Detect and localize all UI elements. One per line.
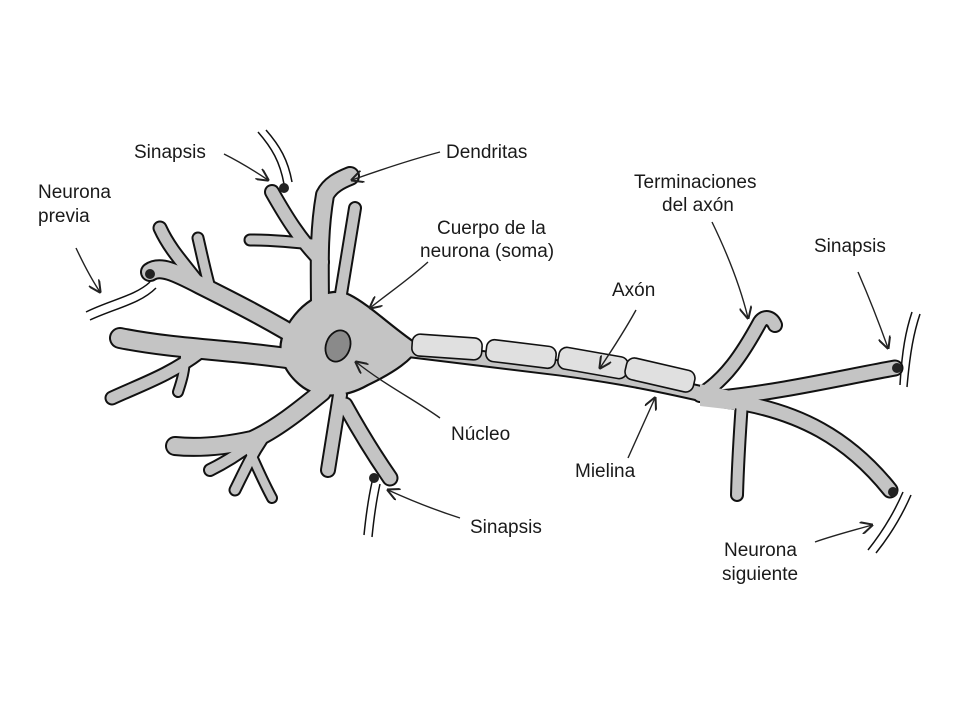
label-dendritas: Dendritas (446, 142, 527, 163)
label-neurona-previa-line2: previa (38, 206, 90, 227)
dendrites-fill (106, 168, 397, 502)
label-terminaciones-line1: Terminaciones (634, 172, 757, 193)
axon-terminals-fill (694, 312, 902, 500)
nucleus (324, 329, 352, 363)
label-sinapsis-right: Sinapsis (814, 236, 886, 257)
adjacent-nerve-fibers (85, 129, 921, 554)
label-terminaciones-line2: del axón (662, 195, 734, 216)
label-nucleo: Núcleo (451, 424, 510, 445)
label-cuerpo-line1: Cuerpo de la (437, 218, 546, 239)
callout-arrows (75, 151, 888, 543)
label-mielina: Mielina (575, 461, 636, 482)
label-neurona-siguiente-line1: Neurona (724, 540, 797, 561)
synapse-knobs (145, 183, 902, 497)
axon-hillock-fill (700, 384, 735, 410)
label-axon: Axón (612, 280, 655, 301)
label-cuerpo-line2: neurona (soma) (420, 241, 554, 262)
label-sinapsis-bottom: Sinapsis (470, 517, 542, 538)
label-neurona-siguiente-line2: siguiente (722, 564, 798, 585)
labels: Sinapsis Dendritas Neurona previa Cuerpo… (38, 142, 886, 585)
label-sinapsis-top: Sinapsis (134, 142, 206, 163)
label-neurona-previa-line1: Neurona (38, 182, 111, 203)
myelin-sheaths (411, 333, 696, 393)
